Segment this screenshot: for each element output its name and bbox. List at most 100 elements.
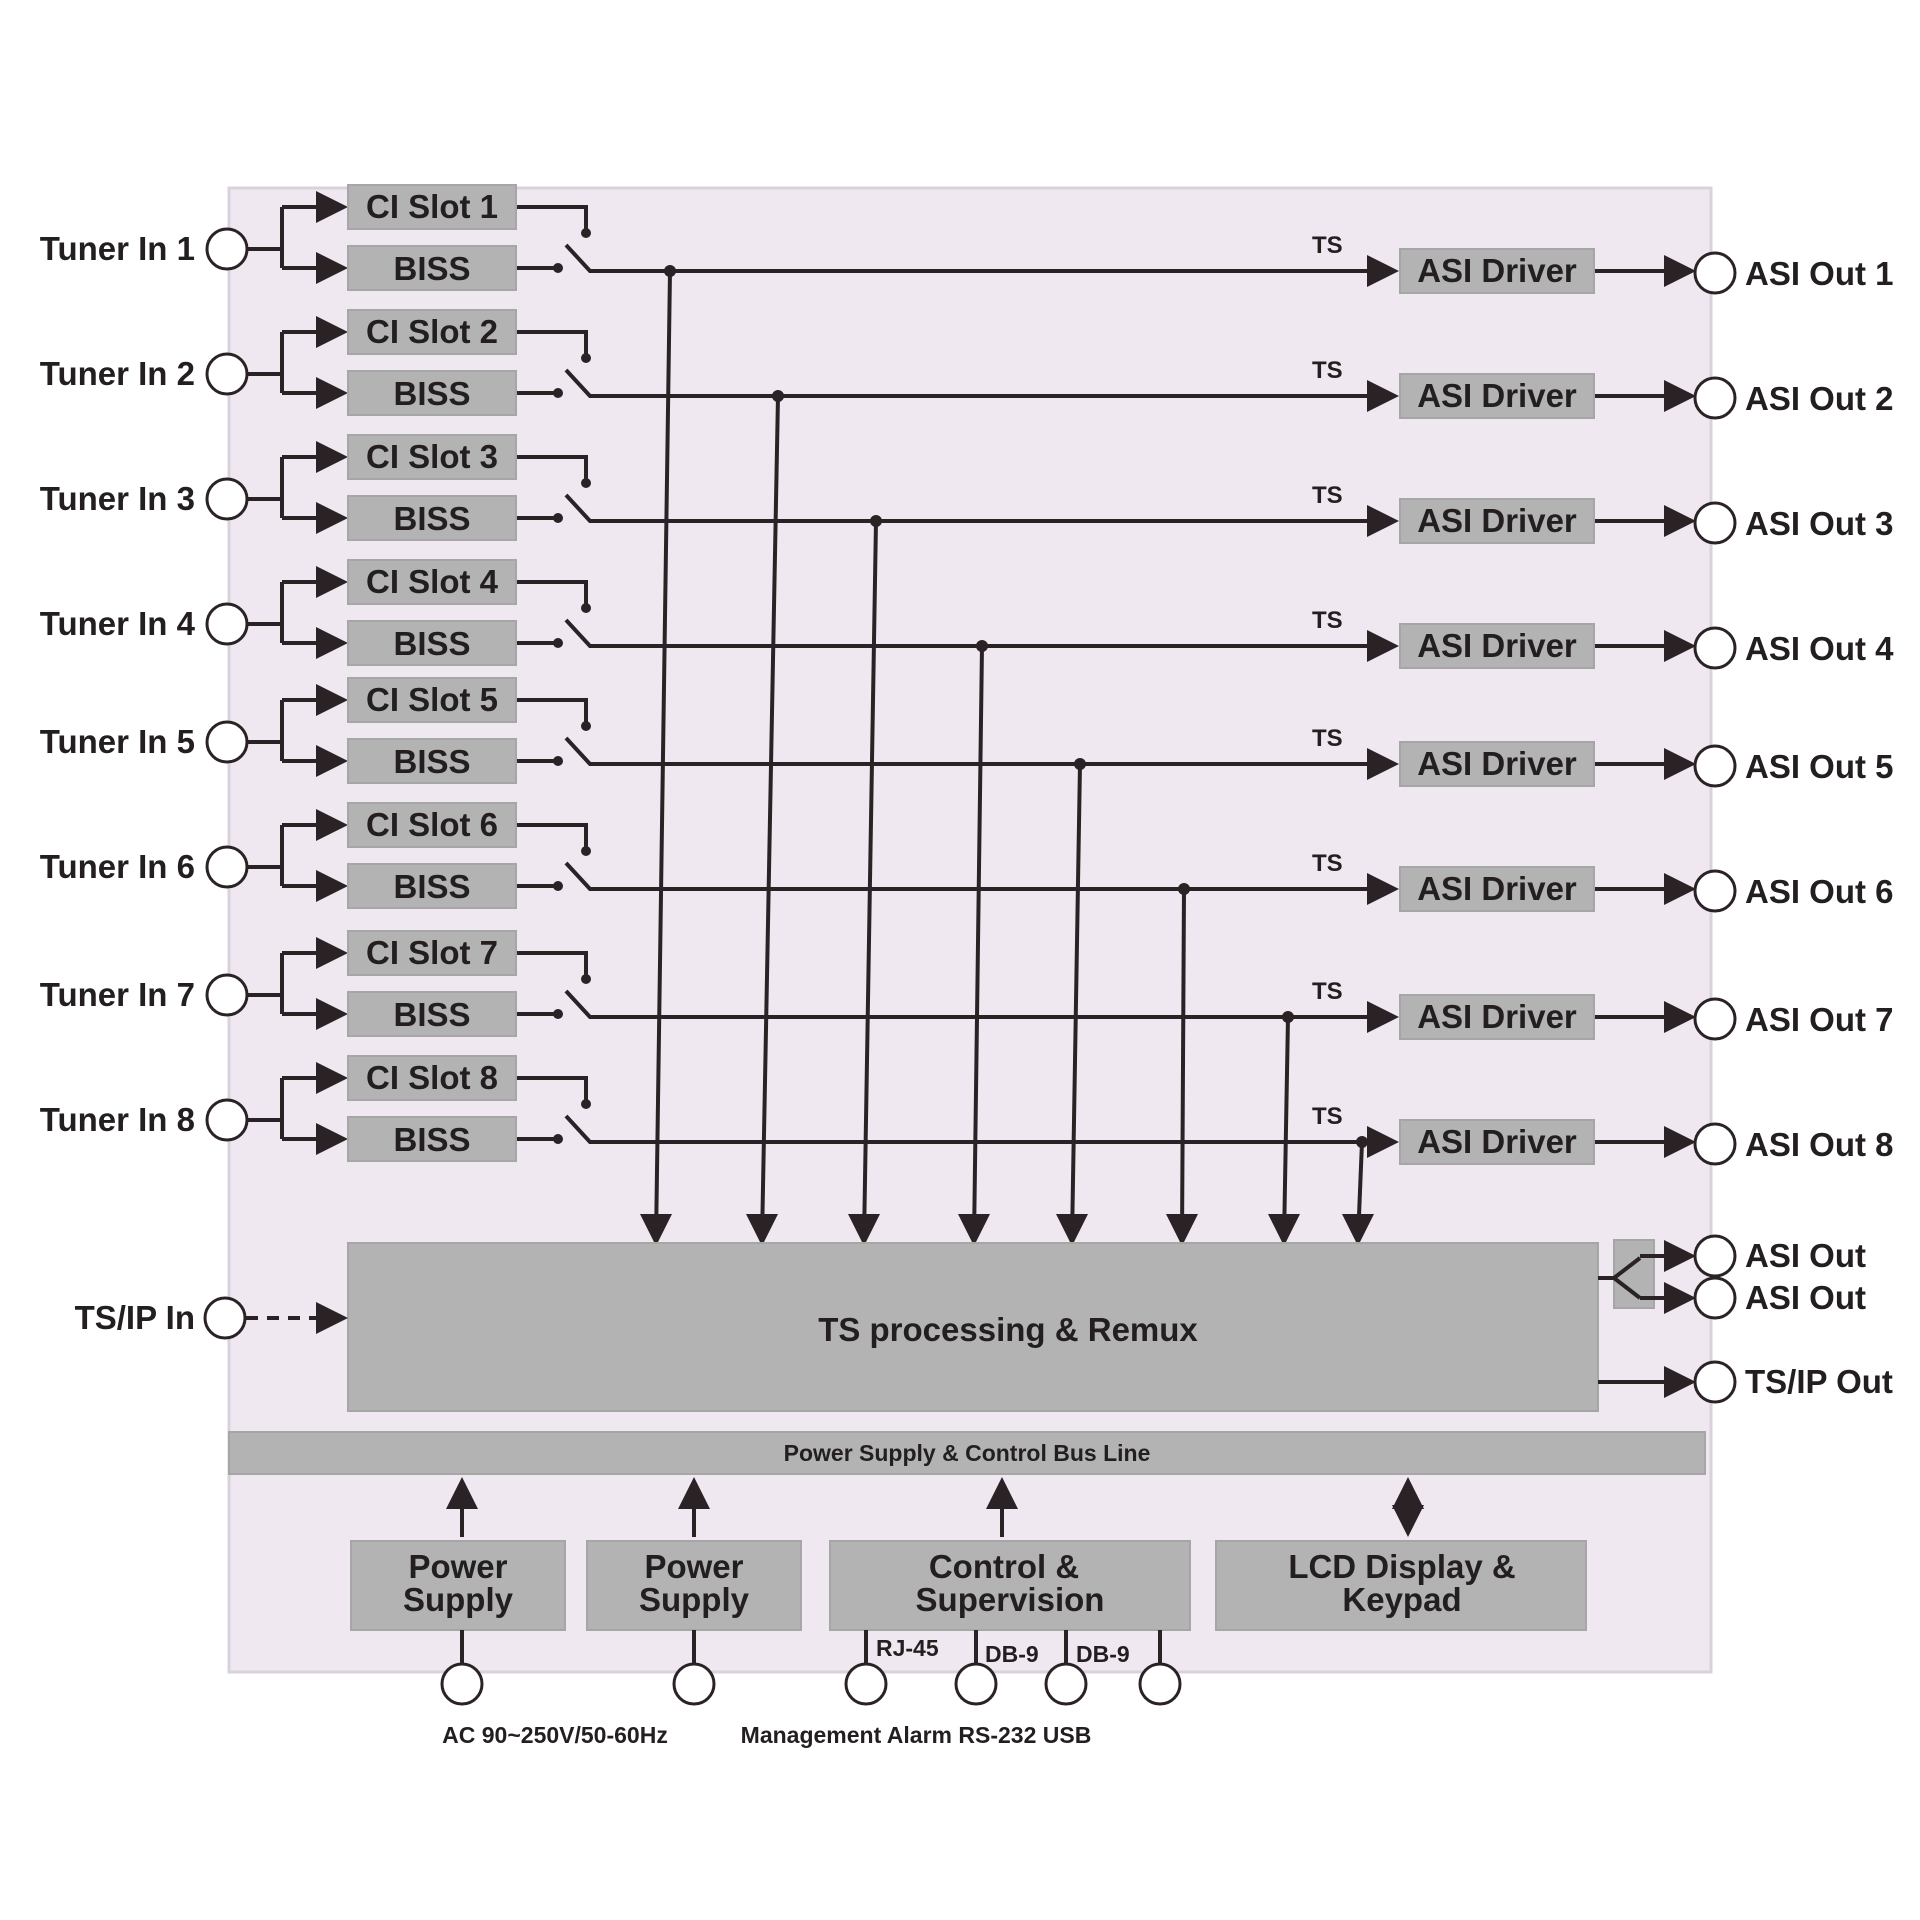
tuner-split-2 [247, 332, 284, 393]
alarm-port[interactable] [954, 1662, 998, 1706]
tap-drop-3 [862, 520, 878, 1241]
asi-driver-label-5: ASI Driver [1417, 745, 1577, 782]
tuner-in-port-8[interactable] [205, 1098, 249, 1142]
ts-label-5: TS [1312, 725, 1343, 752]
ts-line-5 [564, 736, 1399, 780]
biss-box-4 [347, 620, 517, 666]
tuner-in-label-5: Tuner In 5 [40, 723, 195, 760]
ci-slot-label-4: CI Slot 4 [366, 563, 499, 600]
switch-top-contact-7 [581, 974, 591, 984]
asi-out-a-label: ASI Out [1745, 1237, 1866, 1274]
ts-label-1: TS [1312, 232, 1343, 259]
remux-block [347, 1242, 1599, 1412]
ci-to-switch-7 [516, 951, 588, 977]
asi-out-label-8: ASI Out 8 [1745, 1126, 1894, 1163]
tuner-in-label-4: Tuner In 4 [40, 605, 196, 642]
rs232-port[interactable] [1044, 1662, 1088, 1706]
biss-label-8: BISS [393, 1121, 470, 1158]
asi-out-port-8[interactable] [1693, 1122, 1737, 1166]
switch-bottom-contact-1 [553, 263, 563, 273]
switch-top-contact-2 [581, 353, 591, 363]
lcd-line2: Keypad [1342, 1581, 1461, 1618]
tuner-split-7 [247, 953, 284, 1014]
ip-in-port[interactable] [203, 1296, 247, 1340]
ci-to-switch-8 [516, 1076, 588, 1102]
ci-slot-label-8: CI Slot 8 [366, 1059, 498, 1096]
tap-drop-5 [1070, 763, 1082, 1241]
ci-slot-label-6: CI Slot 6 [366, 806, 498, 843]
biss-label-7: BISS [393, 996, 470, 1033]
tap-dot-3 [870, 515, 882, 527]
asi-out-port-4[interactable] [1693, 626, 1737, 670]
asi-driver-box-6 [1399, 866, 1595, 912]
biss-box-3 [347, 495, 517, 541]
asi-driver-box-4 [1399, 623, 1595, 669]
switch-bottom-contact-7 [553, 1009, 563, 1019]
ci-slot-label-3: CI Slot 3 [366, 438, 498, 475]
asi-out-label-6: ASI Out 6 [1745, 873, 1894, 910]
switch-top-contact-3 [581, 478, 591, 488]
switch-top-contact-1 [581, 228, 591, 238]
ac-port-1[interactable] [440, 1662, 484, 1706]
asi-driver-box-1 [1399, 248, 1595, 294]
asi-driver-box-8 [1399, 1119, 1595, 1165]
psu1-line1: Power [408, 1548, 507, 1585]
ts-line-7 [564, 989, 1399, 1033]
tuner-split-5 [247, 700, 284, 761]
asi-out-port-2[interactable] [1693, 376, 1737, 420]
asi-driver-label-8: ASI Driver [1417, 1123, 1577, 1160]
ci-to-switch-4 [516, 580, 588, 606]
lcd-line1: LCD Display & [1288, 1548, 1515, 1585]
biss-label-4: BISS [393, 625, 470, 662]
tuner-in-label-8: Tuner In 8 [40, 1101, 195, 1138]
ci-slot-box-5 [347, 677, 517, 723]
ci-to-switch-5 [516, 698, 588, 724]
switch-bottom-contact-6 [553, 881, 563, 891]
management-port[interactable] [844, 1662, 888, 1706]
asi-out-port-7[interactable] [1693, 997, 1737, 1041]
asi-out-b-port[interactable] [1693, 1276, 1737, 1320]
tuner-in-port-7[interactable] [205, 973, 249, 1017]
ci-to-switch-6 [516, 823, 588, 849]
tuner-in-port-3[interactable] [205, 477, 249, 521]
tuner-in-port-5[interactable] [205, 720, 249, 764]
ci-slot-box-4 [347, 559, 517, 605]
tuner-in-port-2[interactable] [205, 352, 249, 396]
biss-label-6: BISS [393, 868, 470, 905]
ac-port-2[interactable] [672, 1662, 716, 1706]
ci-slot-box-3 [347, 434, 517, 480]
switch-bottom-contact-3 [553, 513, 563, 523]
tuner-in-port-1[interactable] [205, 227, 249, 271]
tuner-in-label-3: Tuner In 3 [40, 480, 195, 517]
psu1-line2: Supply [403, 1581, 514, 1618]
tuner-in-port-6[interactable] [205, 845, 249, 889]
biss-label-5: BISS [393, 743, 470, 780]
asi-out-port-1[interactable] [1693, 251, 1737, 295]
psu2-line2: Supply [639, 1581, 750, 1618]
asi-out-port-3[interactable] [1693, 501, 1737, 545]
ci-slot-label-7: CI Slot 7 [366, 934, 498, 971]
ci-slot-box-6 [347, 802, 517, 848]
db9a-label: DB-9 [985, 1641, 1039, 1667]
asi-driver-box-5 [1399, 741, 1595, 787]
usb-port[interactable] [1138, 1662, 1182, 1706]
tap-drop-7 [1282, 1016, 1290, 1241]
tuner-in-port-4[interactable] [205, 602, 249, 646]
ci-slot-box-2 [347, 309, 517, 355]
biss-label-1: BISS [393, 250, 470, 287]
tap-dot-7 [1282, 1011, 1294, 1023]
tuner-split-8 [247, 1078, 284, 1139]
asi-out-port-5[interactable] [1693, 744, 1737, 788]
tap-drop-1 [654, 270, 672, 1241]
biss-box-8 [347, 1116, 517, 1162]
asi-out-label-1: ASI Out 1 [1745, 255, 1894, 292]
biss-box-6 [347, 863, 517, 909]
ci-slot-box-7 [347, 930, 517, 976]
ci-slot-box-1 [347, 184, 517, 230]
asi-driver-label-3: ASI Driver [1417, 502, 1577, 539]
asi-out-a-port[interactable] [1693, 1234, 1737, 1278]
switch-bottom-contact-8 [553, 1134, 563, 1144]
tuner-split-3 [247, 457, 284, 518]
asi-out-port-6[interactable] [1693, 869, 1737, 913]
ip-out-port[interactable] [1693, 1360, 1737, 1404]
